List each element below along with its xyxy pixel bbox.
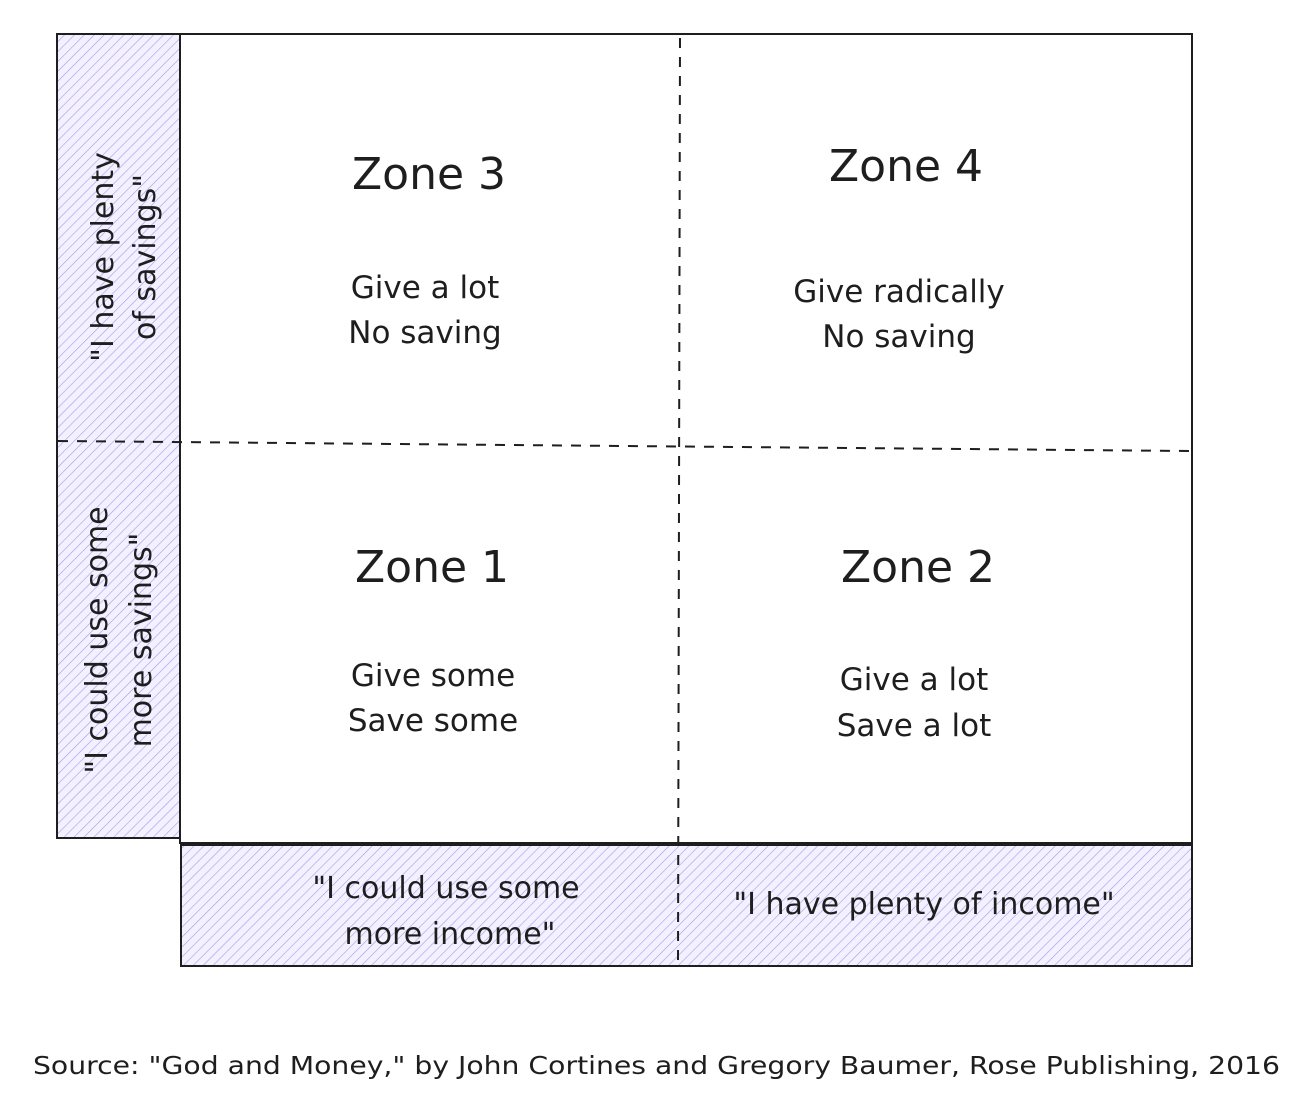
y-axis-label-bottom-line-2: more savings" — [124, 533, 159, 748]
zone-1-line-1: Give some — [351, 658, 515, 694]
grid-frame — [179, 33, 1193, 844]
x-axis-label-right: "I have plenty of income" — [733, 887, 1114, 922]
zone-4-line-1: Give radically — [793, 274, 1005, 310]
y-axis-label-bottom-line-1: "I could use some — [80, 506, 115, 773]
y-axis-label-top-line-2: of savings" — [128, 174, 163, 340]
zone-1: Zone 1 Give some Save some — [348, 542, 518, 739]
zone-3: Zone 3 Give a lot No saving — [348, 149, 506, 351]
zone-1-title: Zone 1 — [355, 542, 509, 593]
zone-2: Zone 2 Give a lot Save a lot — [837, 542, 995, 744]
x-axis-bar — [180, 844, 1193, 967]
x-axis-label-left: "I could use some more income" — [312, 871, 579, 952]
x-axis-label-left-line-2: more income" — [345, 917, 556, 952]
zone-2-line-1: Give a lot — [840, 662, 989, 698]
zone-3-line-1: Give a lot — [351, 270, 500, 306]
zone-2-line-2: Save a lot — [837, 708, 992, 744]
x-axis-label-left-line-1: "I could use some — [312, 871, 579, 906]
source-caption: Source: "God and Money," by John Cortine… — [33, 1051, 1280, 1080]
y-axis-label-top: "I have plenty of savings" — [86, 152, 163, 362]
vertical-divider — [677, 37, 681, 963]
y-axis-bar — [56, 33, 181, 839]
y-axis-label-bottom: "I could use some more savings" — [80, 506, 159, 773]
zone-4: Zone 4 Give radically No saving — [793, 141, 1005, 355]
zone-4-line-2: No saving — [822, 319, 975, 355]
zone-4-title: Zone 4 — [829, 141, 983, 192]
zone-3-line-2: No saving — [348, 315, 501, 351]
zone-3-title: Zone 3 — [352, 149, 506, 200]
zone-1-line-2: Save some — [348, 703, 518, 739]
zone-2-title: Zone 2 — [841, 542, 995, 593]
horizontal-divider — [57, 440, 1191, 452]
y-axis-label-top-line-1: "I have plenty — [86, 152, 121, 362]
